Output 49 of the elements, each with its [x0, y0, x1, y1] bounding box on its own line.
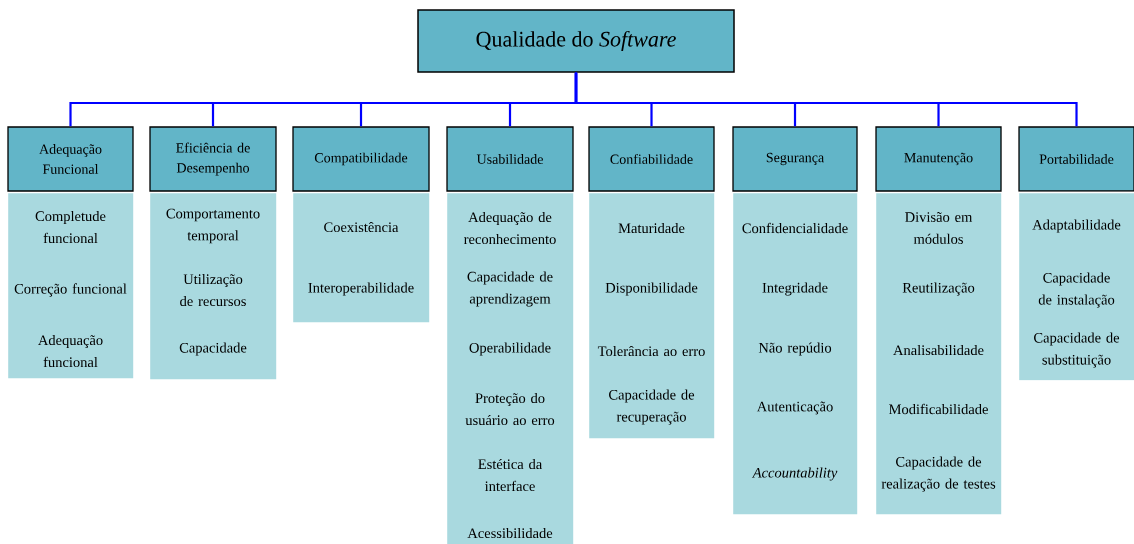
subcategory-label: Maturidade — [618, 222, 685, 234]
subcategory-label: Tolerância ao erro — [597, 345, 705, 357]
subcategory-label: Divisão em módulos — [905, 212, 973, 244]
category-box: Usabilidade — [446, 126, 574, 192]
subcategory-label: Disponibilidade — [605, 282, 698, 296]
subcategory-label: Capacidade de recuperação — [609, 389, 695, 425]
category-box: Compatibilidade — [292, 126, 430, 192]
subcategory-label: Proteção do usuário ao erro — [465, 392, 555, 426]
subcategory-label: Adequação de reconhecimento — [464, 211, 556, 245]
subcategory-label: Capacidade de aprendizagem — [467, 271, 553, 307]
subcategory-panel — [1019, 193, 1134, 381]
subcategory-label: Acessibilidade — [467, 527, 553, 539]
category-box: Confiabilidade — [588, 126, 715, 192]
subcategory-label: Accountability — [751, 467, 838, 481]
subcategory-panel — [733, 193, 858, 515]
title-box: Qualidade do Software — [417, 9, 735, 73]
subcategory-label: Confidencialidade — [742, 222, 848, 234]
subcategory-label: Coexistência — [324, 221, 399, 233]
subcategory-label: Adequação funcional — [38, 334, 103, 368]
subcategory-panel — [8, 193, 134, 379]
connector-line — [574, 72, 1078, 127]
subcategory-label: Analisabilidade — [893, 344, 984, 356]
subcategory-label: Adaptabilidade — [1032, 219, 1121, 233]
subcategory-label: Interoperabilidade — [308, 282, 414, 296]
subcategory-label: Capacidade de realização de testes — [881, 456, 996, 492]
subcategory-label: Comportamento temporal — [166, 208, 260, 244]
subcategory-label: Estética da interface — [478, 458, 543, 492]
subcategory-label: Capacidade — [179, 342, 247, 356]
subcategory-label: Utilização de recursos — [180, 273, 246, 307]
subcategory-panel — [150, 193, 277, 380]
subcategory-label: Não repúdio — [758, 342, 832, 356]
subcategory-label: Capacidade de substituição — [1034, 332, 1120, 368]
subcategory-label: Operabilidade — [469, 342, 551, 356]
subcategory-label: Completude funcional — [35, 210, 106, 244]
category-box: Manutenção — [875, 126, 1002, 192]
subcategory-panel — [876, 193, 1002, 515]
subcategory-panel — [293, 193, 430, 323]
category-box: Segurança — [732, 126, 858, 192]
category-box: Eficiência de Desempenho — [149, 126, 277, 192]
category-box: Adequação Funcional — [7, 126, 134, 192]
subcategory-label: Integridade — [762, 282, 828, 296]
subcategory-label: Capacidade de instalação — [1038, 272, 1115, 308]
subcategory-label: Modificabilidade — [889, 403, 988, 415]
subcategory-label: Correção funcional — [14, 283, 127, 297]
subcategory-label: Autenticação — [756, 401, 833, 415]
category-box: Portabilidade — [1018, 126, 1134, 192]
subcategory-label: Reutilização — [902, 282, 975, 296]
subcategory-panel — [447, 193, 574, 544]
subcategory-panel — [589, 193, 715, 439]
